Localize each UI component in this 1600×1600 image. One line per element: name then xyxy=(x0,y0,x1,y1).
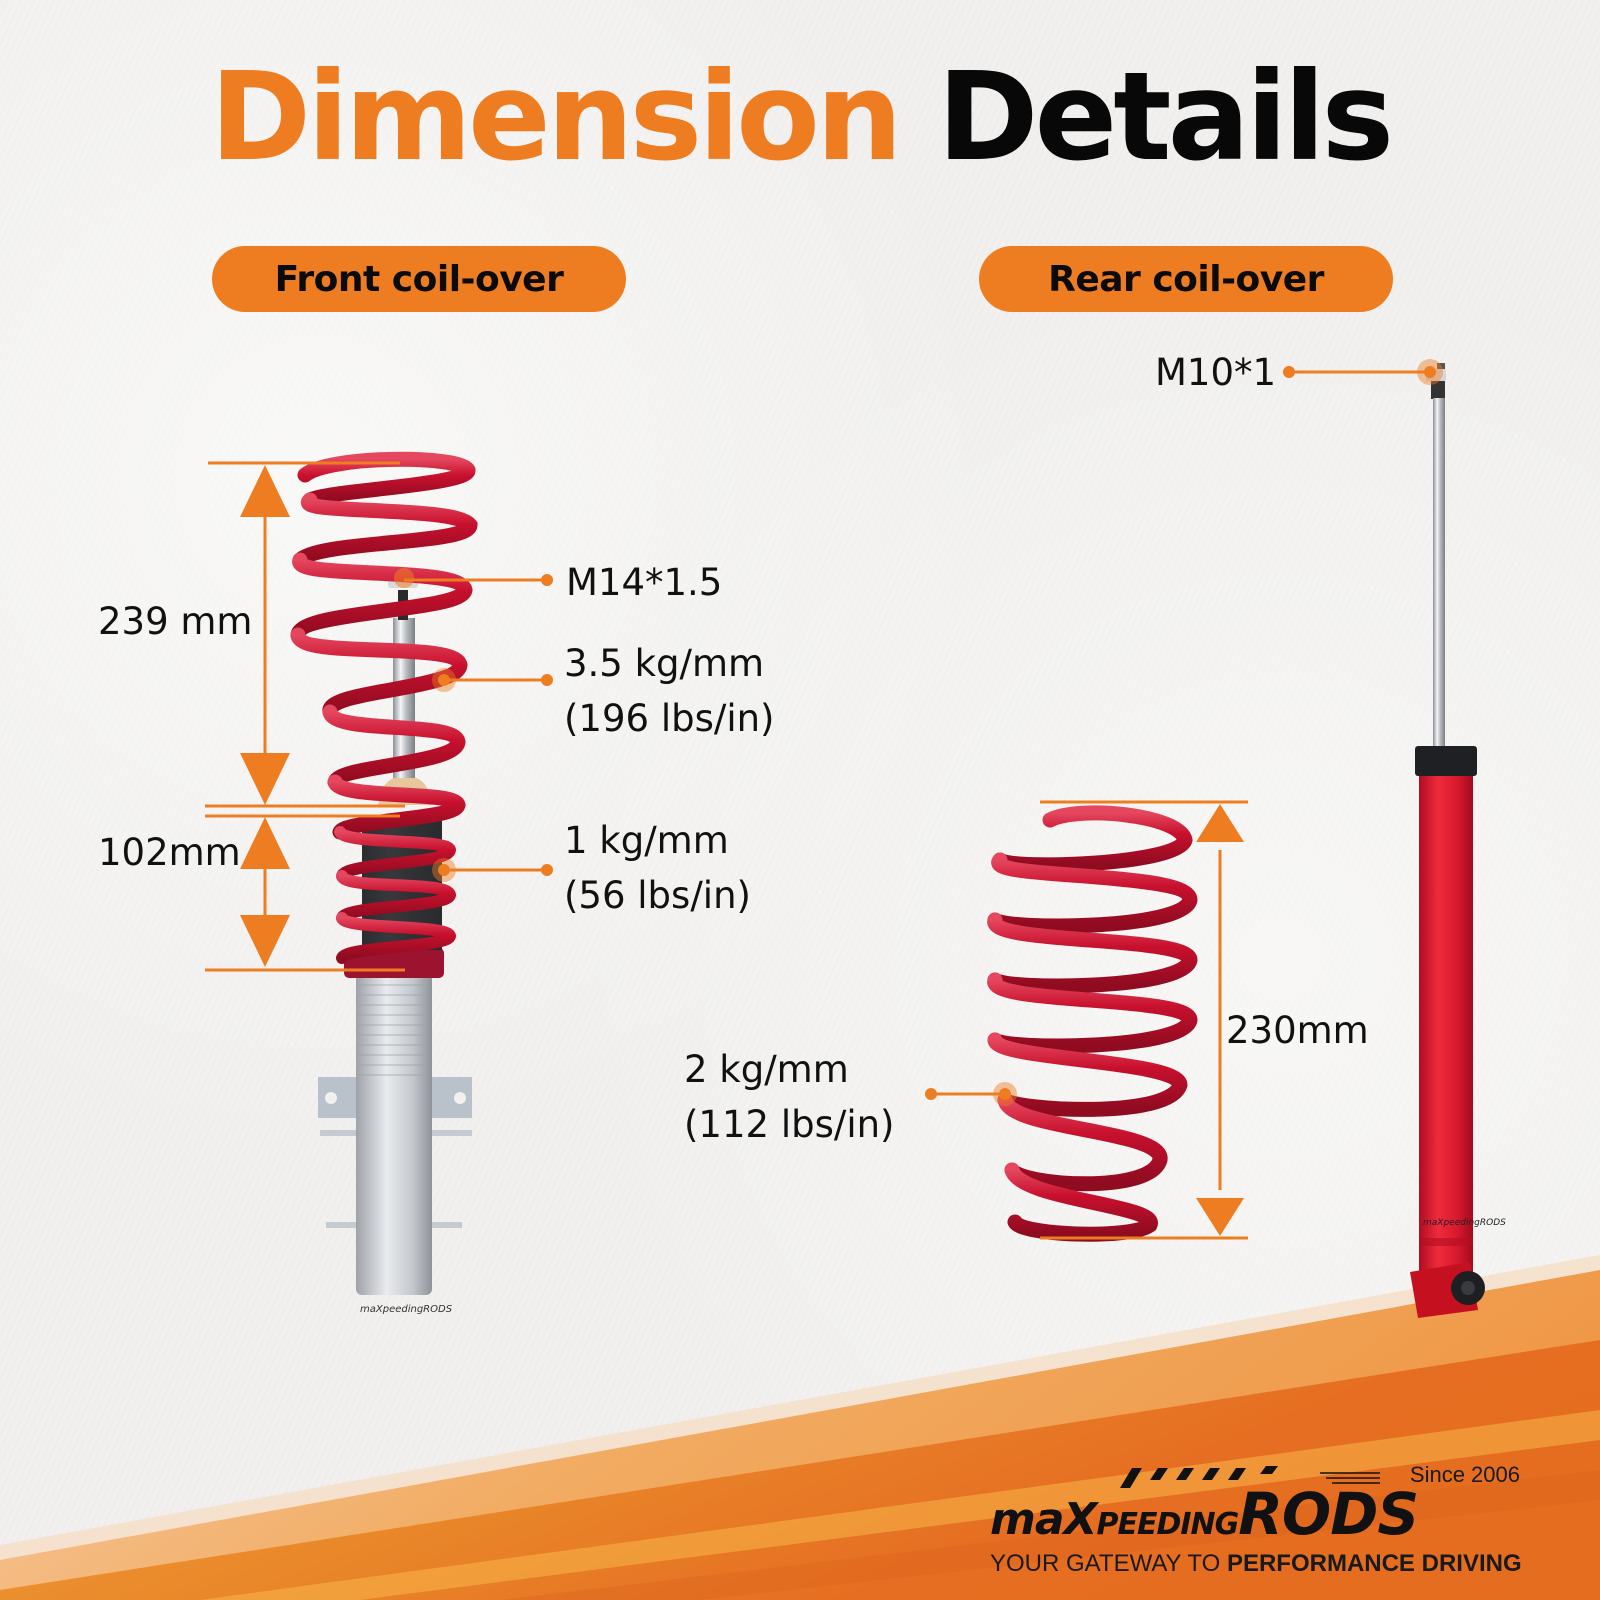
tagline-light: YOUR GATEWAY TO xyxy=(990,1550,1227,1577)
front-coilover-badge: Front coil-over xyxy=(212,246,626,312)
front-callout-leaders xyxy=(394,568,553,882)
front-main-spring-length-label: 239 mm xyxy=(98,600,253,643)
brand-wordmark-rods: RODS xyxy=(1238,1480,1419,1548)
brand-since-label: Since 2006 xyxy=(1409,1462,1520,1487)
tagline-bold: PERFORMANCE DRIVING xyxy=(1226,1550,1522,1577)
front-dimension-lines xyxy=(205,461,405,972)
rear-thread-spec-label: M10*1 xyxy=(1155,351,1277,394)
front-helper-spring-rate-lbs-label: (56 lbs/in) xyxy=(564,874,751,917)
page-title: Dimension Details xyxy=(0,42,1600,192)
title-part-dimension: Dimension xyxy=(209,46,903,188)
front-main-spring-rate-label: 3.5 kg/mm xyxy=(564,642,765,685)
speed-lines-icon xyxy=(1320,1472,1380,1484)
title-part-details: Details xyxy=(937,46,1394,188)
front-coilover-illustration: maXpeedingRODS xyxy=(290,451,478,1315)
brand-tagline: YOUR GATEWAY TO PERFORMANCE DRIVING xyxy=(990,1550,1522,1578)
rear-coilover-badge-label: Rear coil-over xyxy=(1048,258,1324,300)
rear-spring-illustration xyxy=(987,805,1198,1242)
front-main-spring-rate-lbs-label: (196 lbs/in) xyxy=(564,697,775,740)
brand-wordmark: maXPEEDINGRODS xyxy=(990,1485,1419,1551)
rear-spring-length-label: 230mm xyxy=(1226,1009,1369,1052)
rear-spring-callout-leader xyxy=(925,1082,1017,1106)
front-thread-spec-label: M14*1.5 xyxy=(566,561,723,604)
rear-dimension-lines xyxy=(1040,800,1248,1240)
brand-wordmark-max: maX xyxy=(990,1494,1097,1545)
front-helper-spring-length-label: 102mm xyxy=(98,831,241,874)
rear-spring-rate-lbs-label: (112 lbs/in) xyxy=(684,1103,895,1146)
svg-text:maXpeedingRODS: maXpeedingRODS xyxy=(1423,1218,1506,1228)
brand-wordmark-peeding: PEEDING xyxy=(1096,1507,1239,1542)
rear-shock-callout-leader xyxy=(1283,359,1443,385)
svg-text:maXpeedingRODS: maXpeedingRODS xyxy=(360,1304,453,1315)
front-helper-spring-rate-label: 1 kg/mm xyxy=(564,819,729,862)
checkered-flag-icon xyxy=(1120,1466,1278,1488)
rear-shock-illustration: maXpeedingRODS xyxy=(1410,363,1506,1318)
rear-coilover-badge: Rear coil-over xyxy=(979,246,1393,312)
front-coilover-badge-label: Front coil-over xyxy=(274,258,564,300)
brand-logo: Since 2006 maXPEEDINGRODS YOUR GATEWAY T… xyxy=(990,1460,1522,1580)
rear-spring-rate-label: 2 kg/mm xyxy=(684,1048,849,1091)
